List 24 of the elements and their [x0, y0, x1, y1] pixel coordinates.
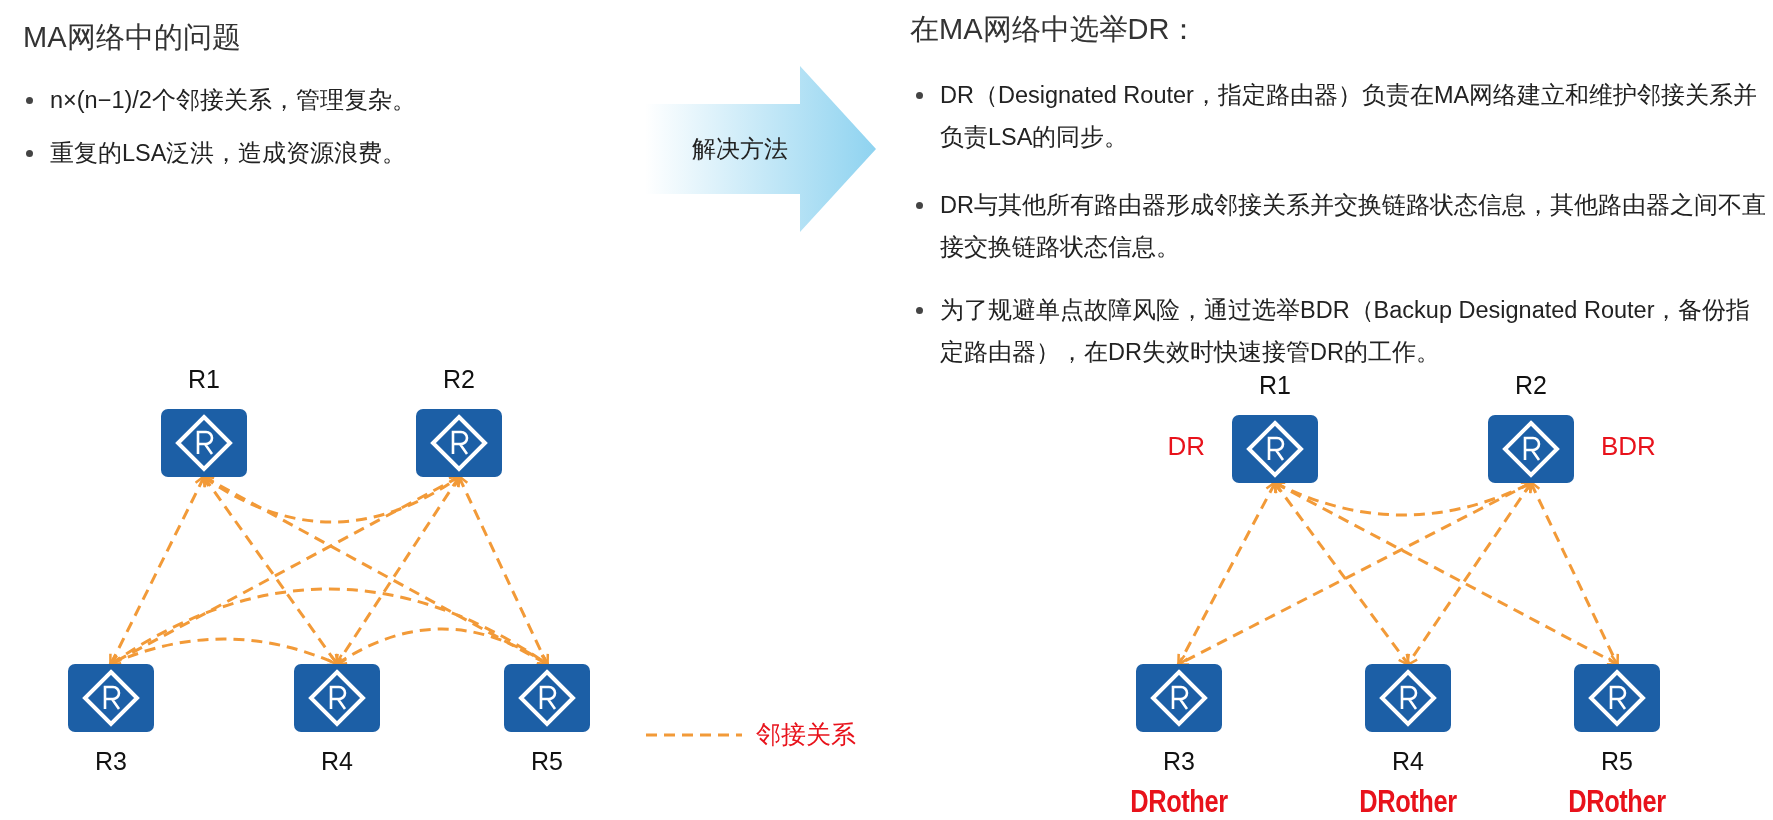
router-label: R1 — [188, 365, 220, 394]
router-label: R4 — [1392, 747, 1424, 776]
router-label: R3 — [1163, 747, 1195, 776]
router-label: R4 — [321, 747, 353, 776]
heading: 在MA网络中选举DR： — [910, 12, 1199, 47]
router-label: R3 — [95, 747, 127, 776]
bullet-text: n×(n−1)/2个邻接关系，管理复杂。 — [50, 86, 417, 115]
arrow-label: 解决方法 — [691, 134, 789, 164]
router-label: R2 — [1515, 371, 1547, 400]
bullet-text: 重复的LSA泛洪，造成资源浪费。 — [50, 139, 408, 168]
router-label: R5 — [531, 747, 563, 776]
bullet-text: DR（Designated Router，指定路由器）负责在MA网络建立和维护邻接关系并负责LSA的同步。 — [940, 81, 1759, 152]
heading: MA网络中的问题 — [23, 20, 241, 55]
bullet-text: 为了规避单点故障风险，通过选举BDR（Backup Designated Router，备份指定路由器），在DR失效时快速接管DR的工作。 — [940, 296, 1752, 367]
bullet-text: DR与其他所有路由器形成邻接关系并交换链路状态信息，其他路由器之间不直接交换链路状态信息。 — [940, 191, 1766, 262]
role-label: DR — [1167, 431, 1205, 462]
role-label: DRother — [1568, 784, 1666, 820]
role-label: DRother — [1359, 784, 1457, 820]
router-label: R5 — [1601, 747, 1633, 776]
legend-label: 邻接关系 — [756, 719, 856, 750]
router-label: R1 — [1259, 371, 1291, 400]
router-label: R2 — [443, 365, 475, 394]
role-label: DRother — [1130, 784, 1228, 820]
role-label: BDR — [1601, 431, 1656, 462]
